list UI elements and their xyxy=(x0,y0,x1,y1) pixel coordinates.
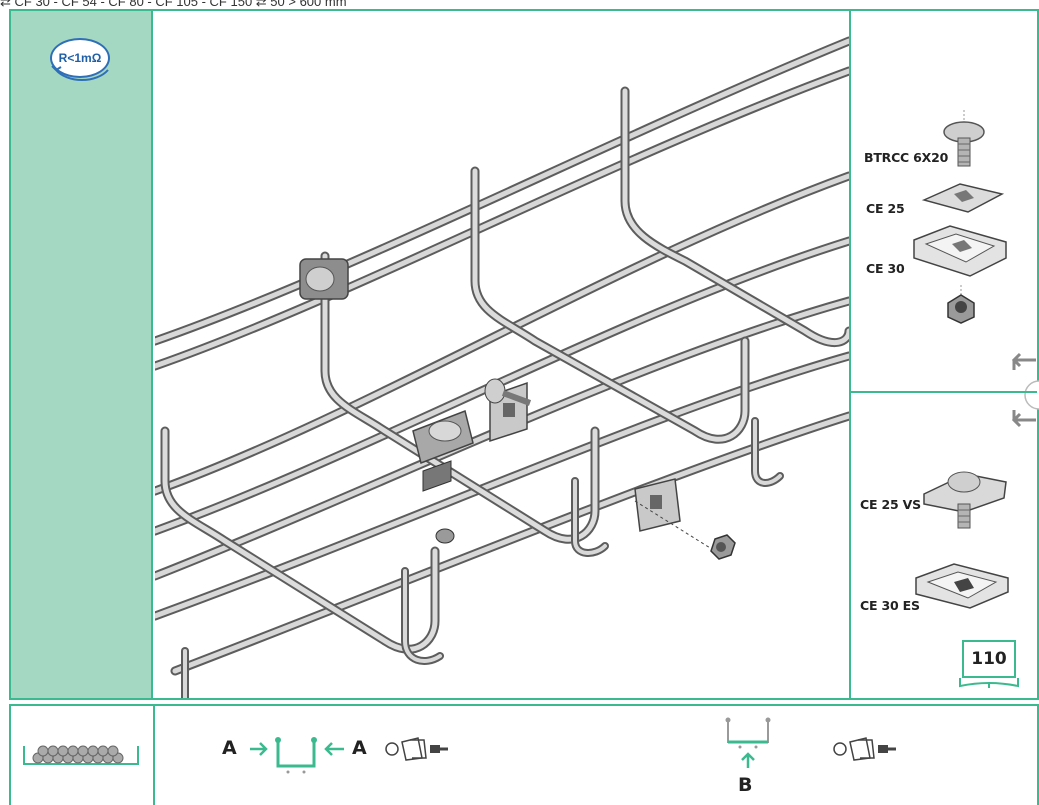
method-a-left-letter: A xyxy=(222,737,237,759)
u-clamp-icon xyxy=(913,225,1007,277)
carriage-bolt-icon xyxy=(943,110,985,167)
bottom-joint-icon xyxy=(725,717,771,768)
part-label-ce30: CE 30 xyxy=(866,261,905,276)
panel-switch-control[interactable] xyxy=(1006,350,1039,440)
nut-icon xyxy=(947,285,975,324)
book-icon xyxy=(959,678,1019,688)
part-label-ce30es: CE 30 ES xyxy=(860,598,920,613)
conductivity-icon xyxy=(51,65,109,82)
page-reference[interactable]: 110 xyxy=(962,640,1016,678)
series-range-line: ⇄ CF 30 - CF 54 - CF 80 - CF 105 - CF 15… xyxy=(0,0,347,9)
method-b-letter: B xyxy=(738,774,753,796)
wire-tray-assembly-drawing xyxy=(155,36,849,698)
conductivity-badge: R<1mΩ xyxy=(50,38,110,82)
fixing-parts-panel xyxy=(849,11,1037,391)
joint-kit-icon xyxy=(385,737,448,761)
strip-divider xyxy=(153,706,155,805)
side-joint-icon xyxy=(250,737,344,774)
clamp-plate-icon xyxy=(921,183,1005,213)
part-label-ce25vs: CE 25 VS xyxy=(860,497,921,512)
part-label-ce25: CE 25 xyxy=(866,201,905,216)
joint-kit-icon xyxy=(833,737,896,761)
spring-clamp-icon xyxy=(915,563,1009,609)
alternative-clamps-panel xyxy=(849,391,1037,698)
installation-methods-strip xyxy=(9,704,1039,805)
method-a-right-letter: A xyxy=(352,737,367,759)
cable-tray-illustration xyxy=(155,11,849,698)
cable-bundle-icon xyxy=(23,745,139,765)
clamp-exploded-parts xyxy=(299,258,736,560)
part-label-btrcc: BTRCC 6X20 xyxy=(864,150,949,165)
sidebar xyxy=(11,11,153,698)
conductivity-text: R<1mΩ xyxy=(58,51,102,65)
clamp-with-screw-icon xyxy=(923,471,1007,529)
main-frame xyxy=(9,9,1039,700)
